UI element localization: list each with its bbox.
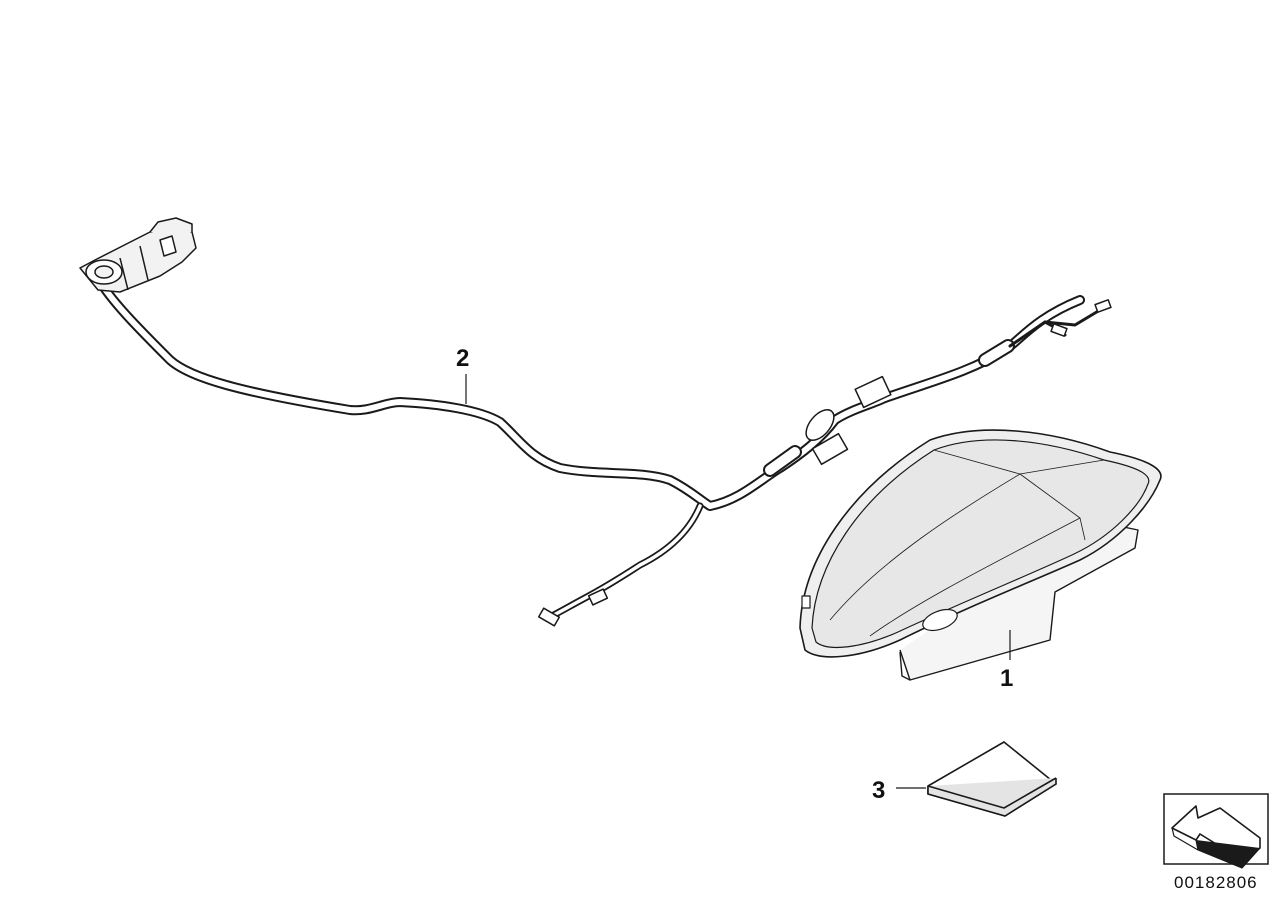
callout-1: 1 (1000, 665, 1013, 692)
callout-2: 2 (456, 345, 469, 372)
leader-lines (465, 374, 1011, 789)
wiring-harness (93, 273, 1112, 627)
reference-number: 00182806 (1174, 873, 1258, 892)
lamp-unit (799, 429, 1162, 681)
adhesive-pad (927, 741, 1057, 817)
callout-3: 3 (872, 777, 885, 804)
forward-arrow-icon (1163, 793, 1269, 869)
harness-connector (79, 217, 197, 293)
